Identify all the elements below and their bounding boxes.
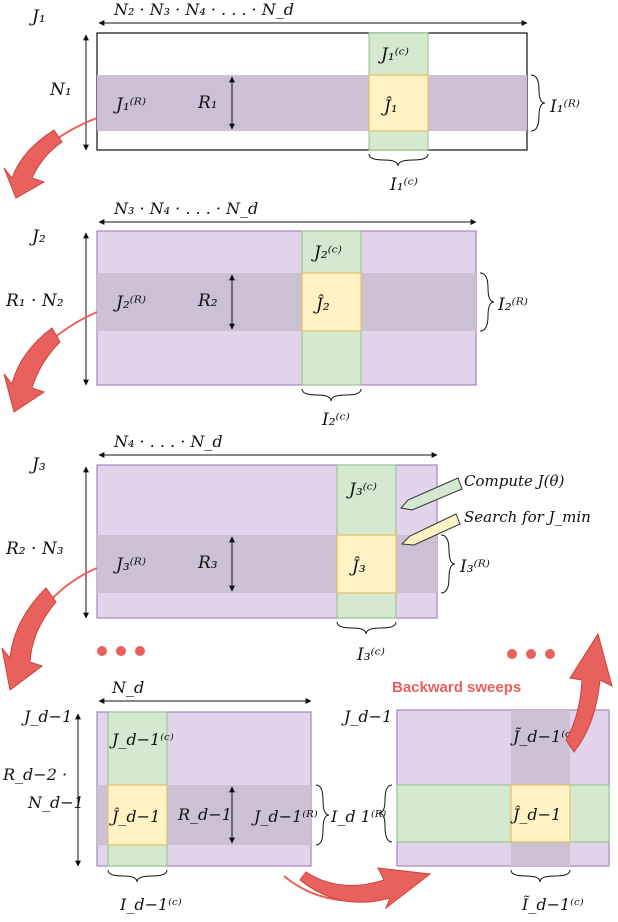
panel-3-R-label: R₃ xyxy=(197,553,218,573)
panel-1: J₁ N₂ · N₃ · N₄ · . . . · N_d N₁ J₁⁽ᴿ⁾ R… xyxy=(29,0,580,195)
panel-2-row-brace xyxy=(479,272,495,332)
panel-3-column-brace xyxy=(336,621,397,635)
ellipsis-left xyxy=(97,646,145,656)
panel-4-JR-label: J_d−1⁽ᴿ⁾ xyxy=(251,807,318,826)
panel-1-JC-label: J₁⁽ᶜ⁾ xyxy=(378,45,409,65)
panel-5-J-label: J_d−1 xyxy=(341,707,392,726)
ellipsis-right xyxy=(507,649,555,659)
search-arrow xyxy=(400,513,461,546)
panel-4-JC-label: J_d−1⁽ᶜ⁾ xyxy=(109,730,174,749)
forward-arrow-4 xyxy=(283,867,432,910)
panel-2-JR-label: J₂⁽ᴿ⁾ xyxy=(113,293,146,313)
panel-5-column-brace xyxy=(510,869,571,883)
panel-3-N-label: R₂ · N₃ xyxy=(5,539,64,559)
panel-1-IC-label: I₁⁽ᶜ⁾ xyxy=(389,175,418,195)
forward-arrow-2 xyxy=(3,311,98,413)
panel-4-column-brace xyxy=(107,869,168,883)
panel-3-JR-label: J₃⁽ᴿ⁾ xyxy=(113,555,146,575)
panel-2-top-dimension: N₃ · N₄ · . . . · N_d xyxy=(113,199,258,218)
panel-3-IC-label: I₃⁽ᶜ⁾ xyxy=(356,645,385,665)
backward-sweeps-label: Backward sweeps xyxy=(392,679,521,696)
panel-1-row-band xyxy=(97,75,527,131)
panel-5-IC-label: Ĩ_d−1⁽ᶜ⁾ xyxy=(521,894,584,914)
forward-arrow-3 xyxy=(1,567,98,691)
forward-arrow-1 xyxy=(3,117,98,199)
panel-3: J₃ N₄ · . . . · N_d R₂ · N₃ J₃⁽ᴿ⁾ R₃ Ĵ₃ … xyxy=(5,432,591,665)
panel-2-R-label: R₂ xyxy=(197,291,218,311)
panel-2-N-label: R₁ · N₂ xyxy=(5,291,64,311)
panel-4-top-dimension: N_d xyxy=(111,678,144,697)
panel-1-row-brace xyxy=(530,74,546,132)
panel-5-row-brace xyxy=(378,784,393,843)
panel-3-pivot-block xyxy=(336,534,397,594)
compute-label: Compute J(θ) xyxy=(464,472,565,490)
panel-2-IR-label: I₂⁽ᴿ⁾ xyxy=(497,295,528,315)
panel-5-row-band xyxy=(396,784,610,843)
panel-3-J-label: J₃ xyxy=(29,455,46,475)
panel-2: J₂ N₃ · N₄ · . . . · N_d R₁ · N₂ J₂⁽ᴿ⁾ R… xyxy=(5,199,528,430)
panel-2-IC-label: I₂⁽ᶜ⁾ xyxy=(321,410,350,430)
panel-1-IR-label: I₁⁽ᴿ⁾ xyxy=(549,97,580,117)
panel-4-row-brace xyxy=(315,784,330,846)
panel-3-row-brace xyxy=(440,534,456,594)
panel-1-N-label: N₁ xyxy=(49,80,72,100)
panel-2-J-label: J₂ xyxy=(29,227,46,247)
panel-4-J-label: J_d−1 xyxy=(21,707,72,726)
panel-1-top-dimension: N₂ · N₃ · N₄ · . . . · N_d xyxy=(113,0,294,19)
compute-arrow xyxy=(400,477,463,511)
panel-1-column-brace xyxy=(368,153,429,167)
panel-4-Jhat-label: Ĵ_d−1 xyxy=(109,807,160,826)
search-label: Search for J_min xyxy=(464,508,591,526)
backward-arrow xyxy=(565,632,613,753)
panel-2-Jhat-label: Ĵ₂ xyxy=(313,295,330,315)
panel-2-row-band xyxy=(97,273,476,331)
panel-4: J_d−1 N_d R_d−2 · N_d−1 J_d−1⁽ᶜ⁾ Ĵ_d−1 R… xyxy=(2,678,386,914)
panel-2-pivot-block xyxy=(301,272,362,332)
panel-3-Jhat-label: Ĵ₃ xyxy=(349,557,366,577)
panel-2-column-brace xyxy=(301,388,362,402)
panel-2-JC-label: J₂⁽ᶜ⁾ xyxy=(311,243,342,263)
panel-1-R-label: R₁ xyxy=(197,93,218,113)
panel-5-JC-label: J̃_d−1⁽ᶜ⁾ xyxy=(510,727,575,746)
panel-3-JC-label: J₃⁽ᶜ⁾ xyxy=(346,480,377,500)
panel-1-JR-label: J₁⁽ᴿ⁾ xyxy=(113,95,146,115)
panel-5-pivot-block xyxy=(510,784,571,843)
panel-1-Jhat-label: Ĵ₁ xyxy=(381,97,398,117)
panel-4-IR-label: I_d 1⁽ᴿ⁾ xyxy=(330,807,386,826)
panel-3-top-dimension: N₄ · . . . · N_d xyxy=(113,432,223,451)
panel-4-pivot-block xyxy=(107,784,168,846)
panel-4-N-label-line2: N_d−1 xyxy=(27,793,84,812)
panel-4-N-label-line1: R_d−2 · xyxy=(2,765,67,784)
panel-3-IR-label: I₃⁽ᴿ⁾ xyxy=(459,557,490,577)
panel-4-R-label: R_d−1 xyxy=(177,805,232,824)
panel-4-IC-label: I_d−1⁽ᶜ⁾ xyxy=(119,895,182,914)
panel-1-pivot-block xyxy=(368,74,429,132)
panel-1-J-label: J₁ xyxy=(29,7,46,27)
panel-5-Jhat-label: Ĵ_d−1 xyxy=(510,805,561,824)
